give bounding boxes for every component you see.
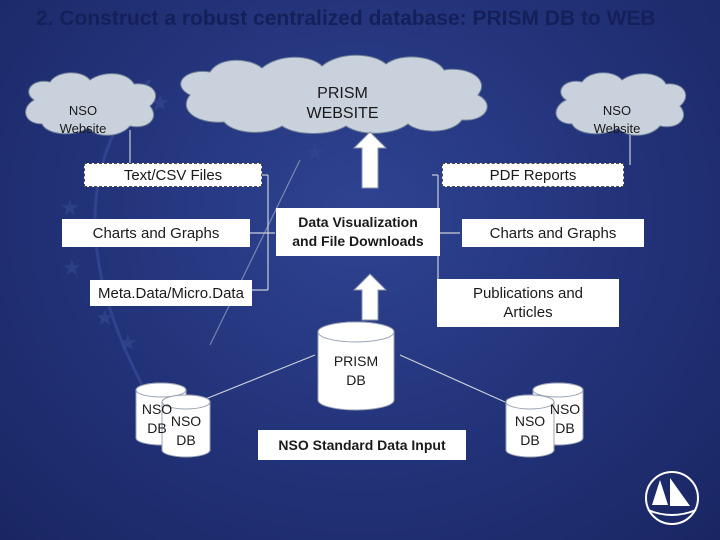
cloud-shape-left: [25, 72, 156, 136]
cloud-shape-right: [555, 72, 687, 136]
nso-db-left-back-label: NSO DB: [141, 401, 173, 436]
metadata-microdata-box: Meta.Data/Micro.Data: [90, 280, 252, 306]
prism-website-cloud: PRISM WEBSITE: [306, 85, 379, 122]
text-csv-files-box: Text/CSV Files: [84, 163, 262, 187]
publications-articles-box: Publications and Articles: [437, 279, 619, 327]
sailboat-logo-icon: [645, 471, 699, 525]
svg-text:★: ★: [62, 256, 82, 281]
prism-db-label: PRISM DB: [333, 353, 379, 388]
nso-website-cloud-right: NSO Website: [593, 103, 641, 136]
up-arrow-lower: [352, 273, 388, 321]
nso-db-right-back-label: NSO DB: [549, 401, 581, 436]
connector-line: [399, 354, 506, 403]
svg-text:★: ★: [305, 141, 325, 166]
cloud-shape-center: [180, 54, 488, 134]
connector-line: [197, 354, 316, 403]
slide-title: 2. Construct a robust centralized databa…: [36, 7, 656, 30]
charts-graphs-left-box: Charts and Graphs: [62, 219, 250, 247]
charts-graphs-right-box: Charts and Graphs: [462, 219, 644, 247]
svg-text:★: ★: [60, 196, 80, 221]
nso-website-cloud-left: NSO Website: [59, 103, 107, 136]
nso-db-right-front-label: NSO DB: [514, 413, 546, 448]
data-visualization-box: Data Visualization and File Downloads: [276, 208, 440, 256]
nso-db-left-front-label: NSO DB: [170, 413, 202, 448]
up-arrow-upper: [352, 131, 388, 189]
connector-line: [209, 159, 301, 346]
svg-text:★: ★: [95, 306, 115, 331]
svg-text:★: ★: [118, 331, 138, 356]
nso-standard-data-input-box: NSO Standard Data Input: [258, 430, 466, 460]
pdf-reports-box: PDF Reports: [442, 163, 624, 187]
